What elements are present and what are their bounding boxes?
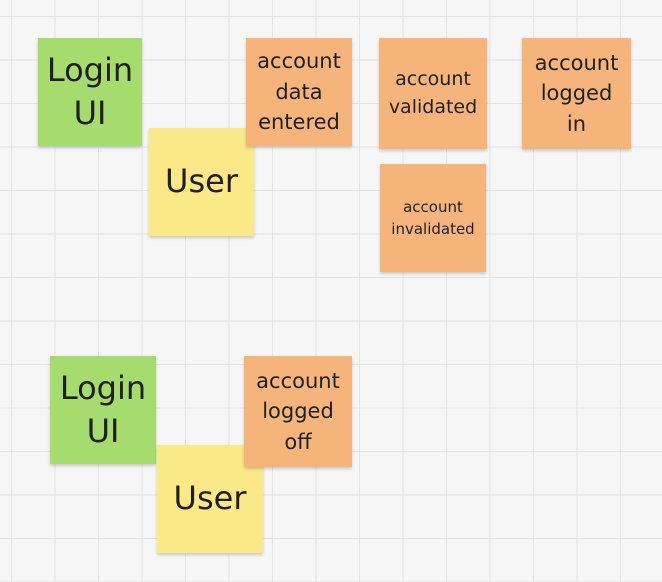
- sticky-user[interactable]: User: [149, 128, 254, 236]
- sticky-login-ui[interactable]: Login UI: [38, 38, 142, 146]
- sticky-account-invalidated[interactable]: account invalidated: [380, 164, 486, 272]
- sticky-account-data-entered[interactable]: account data entered: [246, 38, 352, 146]
- sticky-login-ui[interactable]: Login UI: [50, 356, 156, 464]
- sticky-account-logged-in[interactable]: account logged in: [522, 38, 631, 149]
- sticky-account-validated[interactable]: account validated: [379, 38, 487, 149]
- sticky-account-logged-off[interactable]: account logged off: [244, 356, 352, 467]
